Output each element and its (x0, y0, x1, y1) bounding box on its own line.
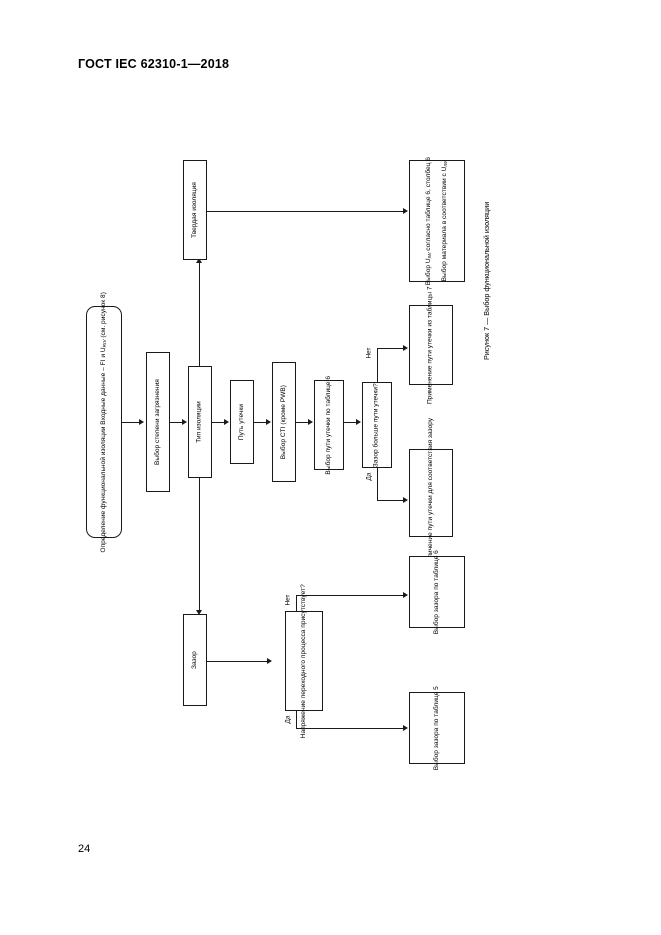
edge-arrow-clearance-table5 (403, 725, 408, 731)
clearance-text: Зазор (190, 651, 198, 669)
edge-transient-yes-horz (296, 728, 405, 729)
apply-table7-text: Применение пути утечки из таблицы 7 (426, 286, 437, 404)
edge-arrow-creepage-path (224, 419, 229, 425)
edge-type-to-clearance (199, 478, 200, 610)
node-creepage-from-table6: Выбор пути утечки по таблице 6 (314, 376, 344, 474)
node-pollution-degree: Выбор степени загрязнения (146, 352, 170, 492)
start-line-1: Определение функциональной изоляции (99, 426, 107, 553)
edge-label-creepage-yes: Да (365, 472, 373, 481)
edge-label-transient-yes: Да (284, 715, 292, 724)
apply-table7-line-2: утечки из (426, 319, 434, 348)
solid-result-line-1: Выбор UIW согласно (424, 223, 433, 286)
edge-creepage-yes-horz (377, 500, 405, 501)
edge-solid-to-result (207, 211, 405, 212)
cti-selection-text: Выбор CTI (кроме PWB) (279, 384, 287, 460)
increase-creepage-line-4: зазору (426, 417, 434, 438)
edge-creepage-no-vert (377, 348, 378, 382)
node-solid-insulation-result: Выбор UIW согласно таблице 6, столбец 6 … (409, 157, 465, 285)
clearance-table5-line-2: по таблице 5 (432, 685, 440, 726)
node-insulation-type: Тип изоляции (188, 366, 212, 478)
insulation-type-text: Тип изоляции (195, 401, 203, 443)
edge-type-to-solid (199, 262, 200, 366)
pollution-degree-text: Выбор степени загрязнения (153, 379, 161, 465)
creepage-table6-line-1: Выбор пути утечки (324, 417, 332, 475)
node-clearance: Зазор (183, 614, 207, 706)
solid-result-line-3: Выбор материала в (440, 220, 448, 282)
node-increase-creepage: Увеличение пути утечки для соответствия … (409, 418, 453, 568)
creepage-path-text: Путь утечки (237, 403, 245, 441)
transient-decision-text: Напряжение переходного процесса присутст… (299, 584, 310, 738)
node-clearance-greater-decision: Зазор больше пути утечки? (362, 382, 392, 468)
creepage-decision-line-1: Зазор больше пути (372, 408, 380, 467)
edge-label-transient-no: Нет (284, 594, 292, 606)
creepage-decision-text: Зазор больше пути утечки? (372, 383, 383, 467)
solid-result-line-2: таблице 6, столбец 6 (424, 156, 432, 222)
creepage-decision-line-2: утечки? (372, 383, 380, 407)
edge-transient-no-horz (296, 595, 405, 596)
edge-arrow-cti (266, 419, 271, 425)
edge-arrow-creepage-decision (356, 419, 361, 425)
edge-type-to-creepage (212, 422, 226, 423)
clearance-table6-text: Выбор зазора по таблице 6 (432, 550, 443, 634)
clearance-table6-line-2: по таблице 6 (432, 549, 440, 590)
edge-pollution-to-type (170, 422, 184, 423)
edge-cti-to-table6 (296, 422, 310, 423)
increase-creepage-text: Увеличение пути утечки для соответствия … (426, 418, 437, 569)
increase-creepage-line-2: утечки для (426, 481, 434, 515)
edge-transient-yes-vert (296, 711, 297, 728)
clearance-table5-line-1: Выбор зазора (432, 727, 440, 771)
creepage-table6-line-2: по таблице 6 (324, 375, 332, 416)
creepage-table6-text: Выбор пути утечки по таблице 6 (324, 376, 335, 475)
edge-arrow-pollution (139, 419, 144, 425)
apply-table7-line-3: таблицы 7 (426, 286, 434, 318)
edge-transient-no-vert (296, 595, 297, 611)
node-cti-selection: Выбор CTI (кроме PWB) (272, 362, 296, 482)
edge-arrow-insulation-type (182, 419, 187, 425)
edge-arrow-solid-result (403, 208, 408, 214)
edge-arrow-creepage-table6 (308, 419, 313, 425)
edge-start-to-pollution (122, 422, 140, 423)
solid-result-line-4: соответствии с UIW (440, 160, 449, 219)
edge-arrow-transient-decision (267, 658, 272, 664)
edge-arrow-clearance (196, 610, 202, 615)
edge-creepage-no-horz (377, 348, 405, 349)
node-apply-creepage-table7: Применение пути утечки из таблицы 7 (409, 286, 453, 404)
node-start-terminator: Определение функциональной изоляции Вход… (86, 292, 122, 552)
edge-arrow-clearance-table6 (403, 592, 408, 598)
edge-table6-to-decision (344, 422, 358, 423)
edge-creepage-to-cti (254, 422, 268, 423)
edge-arrow-solid-insulation (196, 258, 202, 263)
transient-decision-line-1: Напряжение (299, 699, 307, 739)
figure-caption: Рисунок 7 — Выбор функциональной изоляци… (482, 201, 491, 360)
edge-label-creepage-no: Нет (365, 347, 373, 359)
transient-decision-line-3: присутствует? (299, 583, 307, 628)
node-clearance-from-table5: Выбор зазора по таблице 5 (409, 686, 465, 770)
node-solid-insulation: Твердая изоляция (183, 160, 207, 260)
edge-creepage-yes-vert (377, 468, 378, 500)
node-creepage-path: Путь утечки (230, 380, 254, 464)
transient-decision-line-2: переходного процесса (299, 629, 307, 698)
solid-insulation-text: Твердая изоляция (190, 182, 198, 238)
apply-table7-line-1: Применение пути (426, 349, 434, 404)
node-transient-voltage-decision: Напряжение переходного процесса присутст… (285, 584, 323, 738)
start-line-2: Входные данные – FI и URIV (см. рисунок … (99, 291, 108, 425)
document-header: ГОСТ IEC 62310-1—2018 (78, 57, 230, 71)
clearance-table6-line-1: Выбор зазора (432, 591, 440, 635)
edge-arrow-increase-creepage (403, 497, 408, 503)
edge-clearance-to-transient (207, 661, 269, 662)
increase-creepage-line-3: соответствия (426, 439, 434, 481)
start-terminator-text: Определение функциональной изоляции Вход… (99, 292, 110, 552)
page-number: 24 (78, 843, 91, 855)
solid-result-text: Выбор UIW согласно таблице 6, столбец 6 … (424, 157, 450, 285)
node-clearance-from-table6: Выбор зазора по таблице 6 (409, 550, 465, 634)
edge-arrow-apply-table7 (403, 345, 408, 351)
clearance-table5-text: Выбор зазора по таблице 5 (432, 686, 443, 770)
